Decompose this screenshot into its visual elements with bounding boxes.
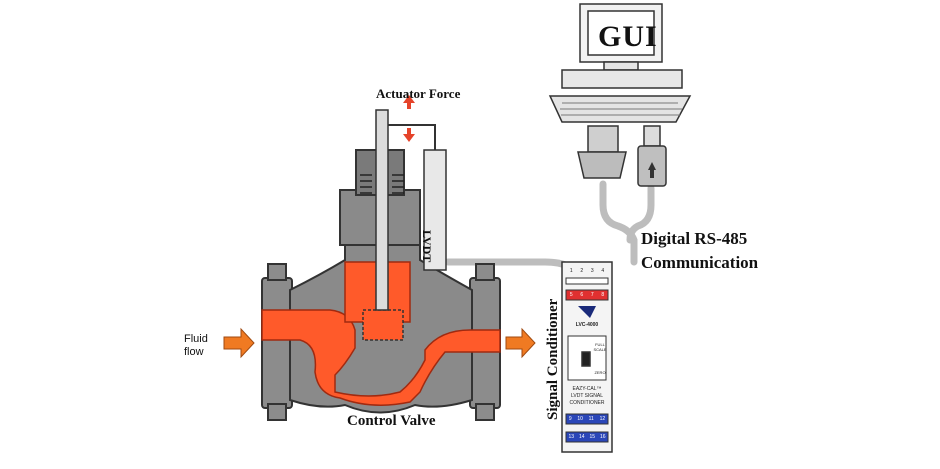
actuator-force-arrows bbox=[403, 95, 415, 142]
serial-cable bbox=[599, 180, 638, 266]
terminal-9: 9 bbox=[568, 416, 572, 422]
lvdt-label: LVDT bbox=[420, 230, 434, 263]
terminal-labels-top-2: 5 6 7 8 bbox=[566, 292, 608, 298]
terminal-4: 4 bbox=[601, 268, 605, 274]
terminal-15: 15 bbox=[589, 434, 596, 440]
actuator-force-label: Actuator Force bbox=[376, 86, 461, 101]
terminal-13: 13 bbox=[568, 434, 575, 440]
terminal-8: 8 bbox=[601, 292, 605, 298]
lvdt-cable bbox=[444, 258, 584, 284]
terminal-3: 3 bbox=[590, 268, 594, 274]
terminal-6: 6 bbox=[580, 292, 584, 298]
valve-plug bbox=[362, 309, 404, 341]
computer bbox=[548, 3, 692, 123]
pc-case bbox=[561, 69, 683, 89]
product-name-line2: LVDT SIGNAL bbox=[570, 393, 604, 399]
full-scale-button[interactable]: FULL SCALE bbox=[593, 342, 607, 352]
terminal-12: 12 bbox=[599, 416, 606, 422]
fluid-flow-arrow bbox=[223, 327, 255, 359]
digital-label-line1: Digital RS-485 bbox=[641, 229, 748, 248]
brand-logo-icon bbox=[578, 306, 596, 318]
terminal-16: 16 bbox=[599, 434, 606, 440]
fluid-path bbox=[261, 309, 501, 406]
packing-springs bbox=[360, 174, 404, 194]
serial-connector bbox=[577, 125, 627, 179]
terminal-2: 2 bbox=[580, 268, 584, 274]
usb-arrow-icon bbox=[648, 162, 656, 178]
terminal-1: 1 bbox=[569, 268, 573, 274]
terminal-7: 7 bbox=[590, 292, 594, 298]
terminal-labels-bottom-1: 9 10 11 12 bbox=[566, 416, 608, 422]
terminal-10: 10 bbox=[577, 416, 583, 422]
gui-screen-label: GUI bbox=[598, 20, 658, 53]
outlet-flow-arrow bbox=[505, 327, 536, 359]
digital-label-line2: Communication bbox=[641, 253, 759, 272]
fluid-flow-label: Fluid flow bbox=[184, 333, 208, 358]
valve-stem bbox=[375, 109, 389, 311]
terminal-labels-top-1: 1 2 3 4 bbox=[566, 268, 608, 274]
signal-conditioner-label: Signal Conditioner bbox=[545, 298, 561, 420]
digital-communication-label: Digital RS-485 Communication bbox=[641, 227, 758, 275]
terminal-11: 11 bbox=[588, 416, 594, 422]
terminal-labels-bottom-2: 13 14 15 16 bbox=[566, 434, 608, 440]
usb-cable bbox=[626, 184, 655, 244]
product-name-line3: CONDITIONER bbox=[569, 400, 605, 406]
control-valve-label: Control Valve bbox=[347, 413, 436, 429]
product-name-line1: EAZY-CAL™ bbox=[572, 386, 602, 392]
terminal-14: 14 bbox=[578, 434, 585, 440]
terminal-5: 5 bbox=[569, 292, 573, 298]
device-model: LVC-4000 bbox=[575, 322, 599, 328]
zero-button[interactable]: ZERO bbox=[594, 370, 606, 375]
signal-conditioner bbox=[561, 261, 613, 453]
